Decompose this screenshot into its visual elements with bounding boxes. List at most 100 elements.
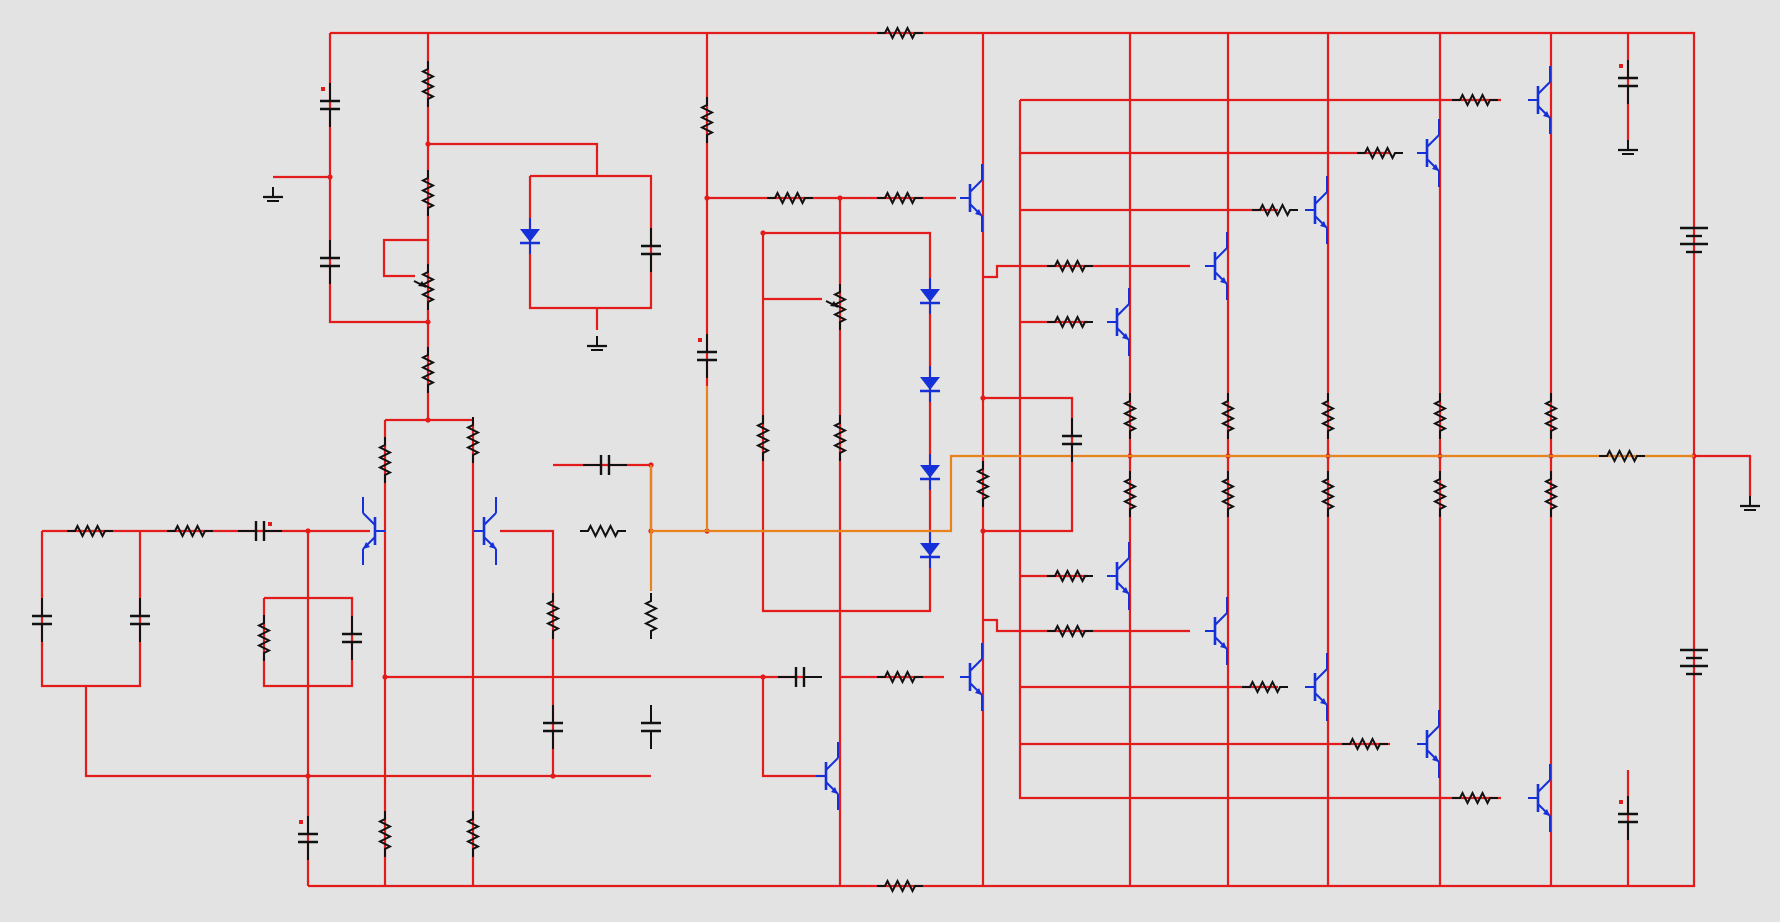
capacitor	[543, 705, 563, 749]
junction-dot	[550, 773, 556, 779]
capacitor	[342, 616, 362, 660]
resistor	[1122, 393, 1138, 439]
resistor	[832, 415, 848, 461]
resistor	[1220, 393, 1236, 439]
capacitor	[1618, 60, 1638, 104]
potentiometer-wiper	[825, 300, 839, 308]
wire	[385, 675, 826, 778]
ground-icon	[1618, 140, 1638, 155]
transistor	[960, 643, 983, 711]
resistor	[420, 61, 436, 107]
transistor	[960, 164, 983, 232]
polarity-mark	[299, 820, 303, 824]
wire	[308, 31, 1696, 888]
resistor	[1242, 679, 1288, 695]
resistor	[832, 284, 848, 330]
resistor	[755, 415, 771, 461]
polarity-mark	[321, 87, 325, 91]
capacitor	[298, 816, 318, 860]
resistor	[699, 97, 715, 143]
resistor	[877, 669, 923, 685]
capacitor	[641, 705, 661, 749]
resistor	[1543, 393, 1559, 439]
transistor	[816, 742, 839, 810]
resistor	[767, 190, 813, 206]
wire	[983, 396, 1074, 533]
resistor	[465, 417, 481, 463]
transistor	[1205, 597, 1228, 665]
resistor	[256, 615, 272, 661]
capacitor	[641, 228, 661, 272]
resistor	[1543, 471, 1559, 517]
battery	[1680, 648, 1708, 676]
resistor	[420, 347, 436, 393]
capacitor	[1062, 418, 1082, 462]
resistor	[877, 25, 923, 41]
transistor	[1107, 288, 1130, 356]
capacitor	[320, 83, 340, 127]
resistor	[877, 878, 923, 894]
wire	[328, 33, 428, 324]
capacitor	[697, 334, 717, 378]
wire	[528, 174, 653, 310]
wire	[382, 238, 428, 278]
resistor	[877, 190, 923, 206]
transistor	[1528, 66, 1551, 134]
signal-wire-layer	[649, 386, 1694, 591]
wire	[983, 264, 1013, 279]
resistor	[465, 811, 481, 857]
resistor	[580, 523, 626, 539]
wire	[84, 686, 651, 778]
junction-dot	[704, 195, 710, 201]
junction-dot	[425, 319, 431, 325]
wire	[500, 529, 555, 776]
wire	[761, 231, 932, 613]
component-layer	[32, 25, 1760, 894]
resistor	[1047, 623, 1093, 639]
junction-dot	[425, 417, 431, 423]
junction-dot	[980, 528, 986, 534]
junction-dot	[837, 195, 843, 201]
potentiometer-wiper	[413, 280, 427, 288]
capacitor	[32, 598, 52, 642]
wire	[1694, 454, 1752, 496]
transistor	[1107, 542, 1130, 610]
transistor	[1417, 710, 1440, 778]
capacitor	[238, 521, 282, 541]
polarity-mark	[698, 338, 702, 342]
resistor	[1357, 145, 1403, 161]
polarity-mark	[268, 522, 272, 526]
wire	[983, 618, 1013, 633]
transistor	[1305, 176, 1328, 244]
diode	[920, 278, 940, 314]
capacitor	[320, 240, 340, 284]
resistor	[1320, 393, 1336, 439]
polarity-mark	[1619, 800, 1623, 804]
resistor	[1047, 314, 1093, 330]
resistor	[1122, 471, 1138, 517]
junction-dot	[327, 174, 333, 180]
battery	[1680, 226, 1708, 254]
resistor	[1047, 258, 1093, 274]
capacitor	[1618, 796, 1638, 840]
junction-dot	[305, 528, 311, 534]
wire	[428, 142, 599, 176]
junction-dot	[305, 773, 311, 779]
resistor	[377, 437, 393, 483]
resistor	[1252, 202, 1298, 218]
resistor	[67, 523, 113, 539]
resistor	[1047, 568, 1093, 584]
resistor	[1452, 790, 1498, 806]
transistor	[1205, 232, 1228, 300]
junction-dot	[425, 141, 431, 147]
transistor	[1417, 119, 1440, 187]
diode	[920, 532, 940, 568]
diode	[520, 218, 540, 254]
resistor	[1452, 92, 1498, 108]
junction-dot	[382, 674, 388, 680]
resistor	[1432, 393, 1448, 439]
junction-dot	[760, 674, 766, 680]
signal-wire	[649, 454, 1694, 533]
transistor	[362, 497, 385, 565]
wire	[1018, 100, 1501, 800]
